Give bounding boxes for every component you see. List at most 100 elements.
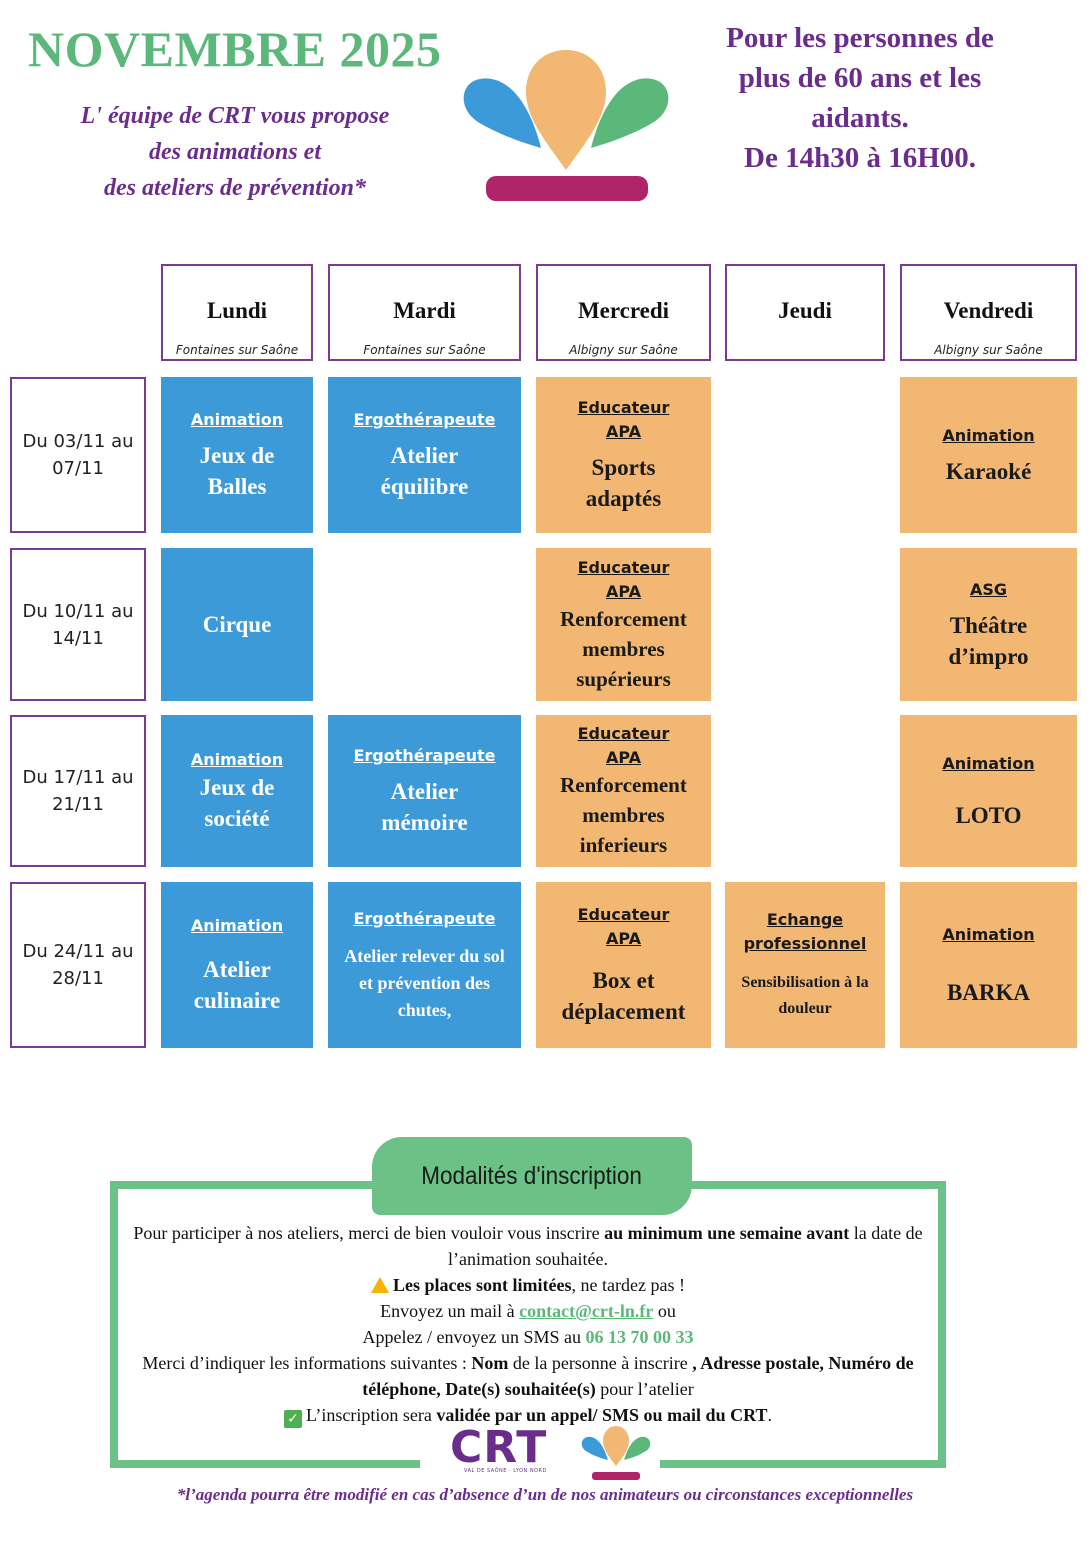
day-place: Albigny sur Saône [934, 343, 1043, 357]
subtitle-line: des ateliers de prévention* [104, 175, 366, 201]
activity-title: Atelier relever du sol et prévention des… [344, 945, 505, 1020]
text-bold: au minimum une semaine avant [604, 1223, 850, 1243]
activity-title: Box et déplacement [561, 968, 686, 1024]
activity-cell: Ergothérapeute Atelier mémoire [328, 715, 521, 867]
week-label: Du 17/11 au 21/11 [10, 715, 146, 867]
day-header-jeudi: Jeudi [725, 264, 885, 361]
audience-line: De 14h30 à 16H00. [744, 142, 976, 174]
text: de la personne à inscrire [508, 1353, 693, 1373]
activity-category: Ergothérapeute [353, 410, 496, 429]
text-bold: Les places sont limitées [393, 1275, 572, 1295]
text: Envoyez un mail à [380, 1301, 520, 1321]
activity-category: Educateur APA [577, 724, 670, 767]
text: Appelez / envoyez un SMS au [362, 1327, 586, 1347]
text: L’inscription sera [306, 1405, 437, 1425]
text: Pour participer à nos ateliers, merci de… [133, 1223, 605, 1243]
crt-drops-icon [581, 1426, 651, 1480]
activity-category: Echange professionnel [743, 910, 867, 953]
activity-title: Atelier mémoire [381, 779, 468, 835]
crt-logo-icon [463, 50, 669, 201]
registration-line: Merci d’indiquer les informations suivan… [118, 1350, 938, 1402]
footnote: *l’agenda pourra être modifié en cas d’a… [176, 1485, 914, 1504]
day-name: Mardi [393, 298, 456, 323]
activity-category: Ergothérapeute [353, 746, 496, 765]
text: Merci d’indiquer les informations suivan… [142, 1353, 472, 1373]
week-label: Du 03/11 au 07/11 [10, 377, 146, 533]
check-icon: ✓ [284, 1410, 303, 1428]
activity-category: Animation [942, 924, 1035, 944]
week-label: Du 10/11 au 14/11 [10, 548, 146, 701]
day-name: Vendredi [943, 298, 1034, 323]
activity-cell: Animation LOTO [900, 715, 1077, 867]
activity-cell: Ergothérapeute Atelier équilibre [328, 377, 521, 533]
day-name: Lundi [206, 298, 268, 323]
page-title: NOVEMBRE 2025 [28, 21, 442, 77]
registration-line: Envoyez un mail à contact@crt-ln.fr ou [118, 1298, 938, 1324]
activity-category: Animation [190, 916, 284, 935]
registration-line: ✓L’inscription sera validée par un appel… [118, 1402, 938, 1428]
activity-category: Educateur APA [577, 557, 670, 601]
activity-cell: Animation Jeux de Balles [161, 377, 313, 533]
audience-info: Pour les personnes de plus de 60 ans et … [690, 18, 1030, 178]
activity-cell: Animation BARKA [900, 882, 1077, 1048]
activity-title: Atelier culinaire [193, 957, 281, 1013]
registration-line: Pour participer à nos ateliers, merci de… [118, 1220, 938, 1272]
phone-number[interactable]: 06 13 70 00 33 [585, 1327, 694, 1347]
activity-title: Atelier équilibre [380, 443, 469, 499]
activity-title: Jeux de société [199, 775, 275, 831]
text: la date de l’animation souhaitée. [448, 1223, 923, 1269]
day-place: Fontaines sur Saône [175, 343, 299, 357]
activity-category: Animation [190, 410, 284, 429]
activity-title: Théâtre d’impro [948, 612, 1029, 669]
audience-line: plus de 60 ans et les [738, 62, 982, 94]
registration-title-tab: Modalités d'inscription [372, 1137, 692, 1215]
activity-title: Jeux de Balles [199, 443, 275, 499]
activity-category: Animation [942, 425, 1035, 445]
activity-category: Animation [190, 750, 284, 769]
activity-category: Educateur APA [577, 905, 670, 948]
activity-title: Renforcement membres supérieurs [560, 606, 687, 691]
subtitle-line: des animations et [148, 139, 322, 165]
activity-cell: Animation Jeux de société [161, 715, 313, 867]
day-name: Mercredi [577, 298, 670, 323]
activity-cell: Animation Atelier culinaire [161, 882, 313, 1048]
activity-category: Educateur APA [577, 398, 670, 441]
text-bold: , Adresse postale, Numéro de téléphone, … [362, 1353, 914, 1399]
activity-title: Renforcement membres inferieurs [560, 773, 687, 857]
activity-cell: Ergothérapeute Atelier relever du sol et… [328, 882, 521, 1048]
day-place: Fontaines sur Saône [363, 343, 486, 357]
subtitle: L' équipe de CRT vous propose des animat… [40, 98, 430, 206]
subtitle-line: L' équipe de CRT vous propose [80, 103, 390, 129]
activity-title: Sports adaptés [585, 455, 662, 511]
week-label: Du 24/11 au 28/11 [10, 882, 146, 1048]
activity-category: Ergothérapeute [353, 908, 496, 928]
activity-category: Animation [942, 753, 1035, 773]
activity-title: BARKA [946, 979, 1031, 1005]
activity-cell: Echange professionnel Sensibilisation à … [725, 882, 885, 1048]
logo-text: CRT [450, 1422, 548, 1473]
registration-line: Appelez / envoyez un SMS au 06 13 70 00 … [118, 1324, 938, 1350]
logo-tagline: VAL DE SAÔNE · LYON NORD [464, 1468, 547, 1474]
warning-icon [371, 1277, 390, 1293]
day-place: Albigny sur Saône [569, 343, 678, 357]
text: pour l’atelier [595, 1379, 694, 1399]
audience-line: Pour les personnes de [726, 22, 994, 54]
activity-cell: Educateur APA Renforcement membres supér… [536, 548, 711, 701]
audience-line: aidants. [811, 102, 909, 134]
activity-cell: Animation Karaoké [900, 377, 1077, 533]
email-link[interactable]: contact@crt-ln.fr [519, 1301, 654, 1321]
day-name: Jeudi [778, 298, 832, 323]
day-header-mercredi: Mercredi Albigny sur Saône [536, 264, 711, 361]
text: . [767, 1405, 772, 1425]
text: , ne tardez pas ! [571, 1275, 685, 1295]
activity-cell: Cirque [161, 548, 313, 701]
activity-title: Cirque [202, 612, 272, 637]
registration-text: Pour participer à nos ateliers, merci de… [118, 1220, 938, 1428]
crt-logo-bottom: CRT VAL DE SAÔNE · LYON NORD [446, 1420, 652, 1484]
activity-title: LOTO [955, 802, 1022, 828]
activity-title: Sensibilisation à la douleur [741, 974, 869, 1017]
registration-line: Les places sont limitées, ne tardez pas … [118, 1272, 938, 1298]
text-bold: Nom [471, 1353, 509, 1373]
activity-cell: ASG Théâtre d’impro [900, 548, 1077, 701]
activity-cell: Educateur APA Sports adaptés [536, 377, 711, 533]
